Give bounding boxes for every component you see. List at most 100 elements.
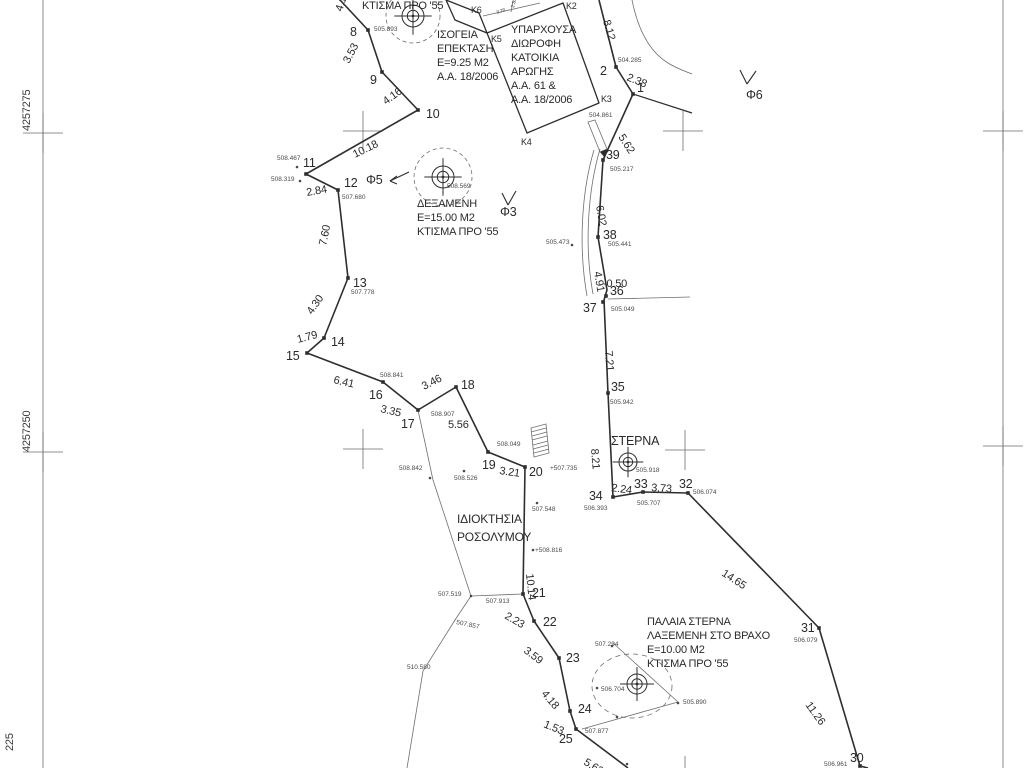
elevation-label: 505.942: [610, 399, 634, 406]
elevation-label: 508.907: [431, 411, 455, 418]
distance-label: 4.18: [539, 688, 561, 712]
elevation-label: 508.569: [447, 183, 471, 190]
distance-label: 1.79: [296, 329, 319, 346]
parcel-east-boundary: [597, 93, 869, 768]
survey-point-label-36: 36: [610, 284, 624, 298]
distance-label: -0.50: [603, 278, 627, 290]
well-symbol-dexameni-dashed-ring: [413, 147, 473, 207]
survey-point-label-15: 15: [286, 349, 300, 363]
grid-coordinate-label: 225: [4, 733, 16, 751]
label-yparxousa-katoikia: ΥΠΑΡΧΟΥΣΑ: [511, 24, 577, 36]
spot-elevation-marker: [615, 715, 619, 719]
survey-point-label-37: 37: [583, 301, 597, 315]
well-symbol-sterna-center: [626, 460, 630, 464]
label-dexameni: ΚΤΙΣΜΑ ΠΡΟ '55: [417, 226, 498, 238]
survey-point-14: [322, 336, 326, 340]
elevation-label: 507.548: [532, 506, 556, 513]
survey-point-label-19: 19: [482, 458, 496, 472]
spot-elevation-marker: [625, 762, 629, 766]
distance-label: 3.46: [420, 373, 444, 393]
label-palaia-sterna: Ε=10.00 Μ2: [647, 644, 705, 656]
distance-label: 5.56: [448, 419, 469, 431]
photo-mark-label: Φ5: [366, 173, 383, 187]
footpath-east-line: [587, 148, 601, 295]
spot-elevation-marker: [469, 594, 473, 598]
survey-point-label-34: 34: [589, 489, 603, 503]
survey-point-label-16: 16: [369, 388, 383, 402]
survey-point-label-10: 10: [426, 107, 440, 121]
survey-point-8: [366, 28, 370, 32]
survey-point-20: [523, 465, 527, 469]
distance-label: 3.21: [499, 465, 521, 480]
survey-point-1: [631, 92, 635, 96]
dimension-label: 2.30: [510, 0, 518, 9]
survey-point-label-8: 8: [350, 25, 357, 39]
distance-label: 4.19: [333, 0, 351, 13]
distance-label: 8.12: [600, 19, 617, 42]
label-isogeia-epektasi: Α.Α. 18/2006: [437, 71, 498, 83]
distance-label: 3.35: [379, 403, 402, 419]
survey-point-21: [521, 592, 525, 596]
stairs-hatch-rung: [532, 444, 549, 450]
elevation-label: 507.294: [595, 641, 619, 648]
distance-label: 2.24: [611, 482, 633, 497]
survey-point-34: [611, 495, 615, 499]
photo-direction-symbol: [389, 175, 398, 182]
survey-point-37: [601, 300, 605, 304]
distance-label: 3.73: [651, 482, 672, 495]
photo-direction-symbol: [501, 192, 509, 206]
well-symbol-dexameni-center: [441, 175, 445, 179]
label-idioktisia-rosolymou: ΙΔΙΟΚΤΗΣΙΑ: [457, 512, 522, 526]
elevation-label: 507.913: [486, 598, 510, 605]
spot-elevation-marker: [428, 476, 432, 480]
distance-label: 4.30: [305, 293, 327, 317]
distance-label: 4.16: [381, 86, 405, 108]
label-isogeia-epektasi: ΙΣΟΓΕΙΑ: [437, 29, 479, 41]
line-from-point-36: [607, 296, 691, 300]
distance-label: 7.60: [317, 224, 333, 247]
survey-point-label-23: 23: [566, 651, 580, 665]
cistern-tie-line-2: [581, 701, 679, 730]
elevation-label: 506.074: [693, 489, 717, 496]
survey-point-label-33: 33: [634, 477, 648, 491]
elevation-label: 506.079: [794, 637, 818, 644]
label-idioktisia-rosolymou: ΡΟΣΟΛΥΜΟΥ: [457, 530, 531, 544]
building-corner-label: Κ5: [491, 34, 502, 44]
dimension-line: [510, 0, 514, 13]
photo-mark-label: Φ6: [746, 88, 763, 102]
survey-point-label-30: 30: [850, 751, 864, 765]
spot-elevation-marker: [298, 179, 302, 183]
survey-point-31: [817, 626, 821, 630]
survey-point-label-35: 35: [611, 380, 625, 394]
label-isogeia-epektasi: Ε=9.25 Μ2: [437, 57, 489, 69]
survey-point-9: [380, 70, 384, 74]
distance-label: 6.41: [332, 374, 355, 390]
spot-elevation-marker: [531, 548, 535, 552]
stairs-hatch-rung: [531, 431, 548, 437]
stairs-hatch-outline: [530, 423, 550, 458]
palaia-sterna-dashed-outline: [591, 653, 673, 719]
survey-point-label-24: 24: [578, 702, 592, 716]
elevation-label: +507.735: [550, 465, 578, 472]
neighbor-boundary-sw: [406, 595, 472, 768]
well-symbol-palaia-sterna-center: [635, 682, 639, 686]
elevation-label: 508.526: [454, 475, 478, 482]
spot-elevation-marker: [570, 243, 574, 247]
parcel-west-boundary: [305, 0, 629, 768]
survey-point-label-25: 25: [559, 732, 573, 746]
survey-point-label-31: 31: [801, 621, 815, 635]
survey-point-label-21: 21: [532, 586, 546, 600]
survey-point-39: [601, 158, 605, 162]
photo-direction-symbol: [389, 171, 410, 182]
survey-point-2: [614, 65, 618, 69]
elevation-label: +508.816: [535, 547, 563, 554]
survey-point-16: [381, 380, 385, 384]
building-main-outline: [486, 2, 600, 134]
elevation-label: 504.285: [618, 57, 642, 64]
well-symbol-top-center: [411, 14, 415, 18]
spot-elevation-marker: [610, 644, 614, 648]
stairs-hatch-rung: [532, 440, 549, 446]
elevation-label: 505.890: [683, 699, 707, 706]
neighbor-boundary: [417, 409, 472, 597]
